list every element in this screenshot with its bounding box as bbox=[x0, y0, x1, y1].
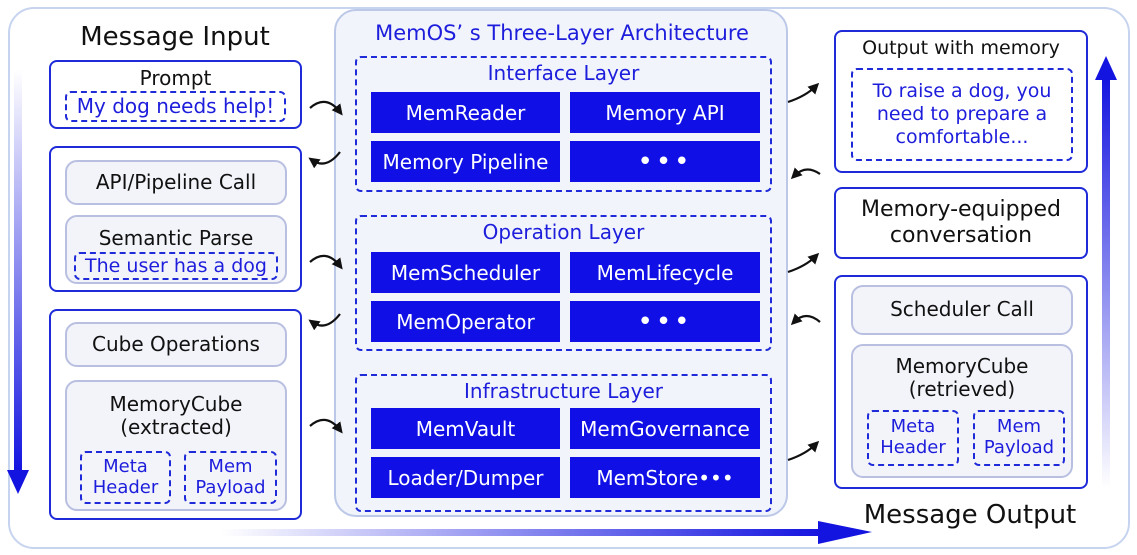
semantic-parse-box bbox=[65, 215, 287, 284]
module-more-interface: ••• bbox=[570, 141, 760, 182]
output-flow-bar bbox=[1102, 78, 1110, 488]
interface-layer-title: Interface Layer bbox=[487, 61, 640, 86]
arrow-infrastructure-to-cube bbox=[787, 440, 820, 462]
meta-header-input: Meta Header bbox=[80, 451, 171, 504]
semantic-parse-label: Semantic Parse bbox=[98, 226, 254, 251]
interface-layer bbox=[355, 56, 772, 192]
module-memreader: MemReader bbox=[371, 92, 560, 133]
cube-operations: Cube Operations bbox=[65, 322, 287, 367]
semantic-parse-text: The user has a dog bbox=[74, 252, 278, 280]
module-memstore: MemStore••• bbox=[570, 457, 760, 498]
module-loader-dumper: Loader/Dumper bbox=[371, 457, 560, 498]
scheduler-call: Scheduler Call bbox=[851, 285, 1073, 335]
module-more-operation: ••• bbox=[570, 301, 760, 342]
module-memvault: MemVault bbox=[371, 408, 560, 449]
arrow-operation-to-conversation bbox=[787, 252, 820, 274]
prompt-label: Prompt bbox=[139, 66, 212, 91]
memorycube-retrieved-label: MemoryCube (retrieved) bbox=[895, 353, 1029, 401]
input-flow-arrowhead bbox=[7, 470, 29, 494]
arrow-scheduler-to-operation bbox=[790, 313, 821, 326]
module-memscheduler: MemScheduler bbox=[371, 252, 560, 293]
mem-payload-output: Mem Payload bbox=[973, 410, 1065, 466]
architecture-title: MemOS’ s Three-Layer Architecture bbox=[375, 20, 749, 45]
input-heading: Message Input bbox=[80, 21, 270, 52]
output-text: To raise a dog, you need to prepare a co… bbox=[851, 68, 1073, 161]
output-flow-arrowhead bbox=[1095, 56, 1117, 80]
infrastructure-layer bbox=[355, 374, 772, 512]
arrow-conversation-to-interface bbox=[790, 167, 821, 180]
output-label: Output with memory bbox=[862, 36, 1060, 59]
module-memlifecycle: MemLifecycle bbox=[570, 252, 760, 293]
bottom-flow-bar bbox=[222, 529, 822, 536]
output-box bbox=[834, 30, 1088, 173]
arrow-interface-to-output bbox=[787, 82, 820, 104]
arrow-parse-to-operation bbox=[309, 254, 343, 270]
prompt-text: My dog needs help! bbox=[65, 91, 286, 122]
module-memory-pipeline: Memory Pipeline bbox=[371, 141, 560, 182]
memorycube-extracted-label: MemoryCube (extracted) bbox=[109, 391, 243, 439]
arrow-prompt-to-interface bbox=[309, 100, 343, 116]
memory-equipped-conversation: Memory-equipped conversation bbox=[834, 187, 1088, 259]
prompt-box bbox=[49, 60, 302, 129]
arrow-interface-to-parse bbox=[308, 151, 341, 169]
infrastructure-layer-title: Infrastructure Layer bbox=[464, 379, 663, 404]
module-memory-api: Memory API bbox=[570, 92, 760, 133]
mem-payload-input: Mem Payload bbox=[184, 451, 277, 504]
memorycube-extracted bbox=[65, 380, 287, 511]
api-pipeline-call: API/Pipeline Call bbox=[65, 160, 287, 205]
arrow-operation-to-cube bbox=[308, 313, 341, 331]
operation-layer-title: Operation Layer bbox=[482, 220, 645, 245]
output-heading: Message Output bbox=[863, 499, 1077, 530]
module-memoperator: MemOperator bbox=[371, 301, 560, 342]
module-memgovernance: MemGovernance bbox=[570, 408, 760, 449]
meta-header-output: Meta Header bbox=[867, 410, 959, 466]
operation-layer bbox=[355, 215, 772, 351]
input-flow-bar bbox=[14, 70, 22, 472]
arrow-cube-to-infrastructure bbox=[309, 418, 343, 434]
bottom-flow-arrowhead bbox=[818, 521, 872, 544]
